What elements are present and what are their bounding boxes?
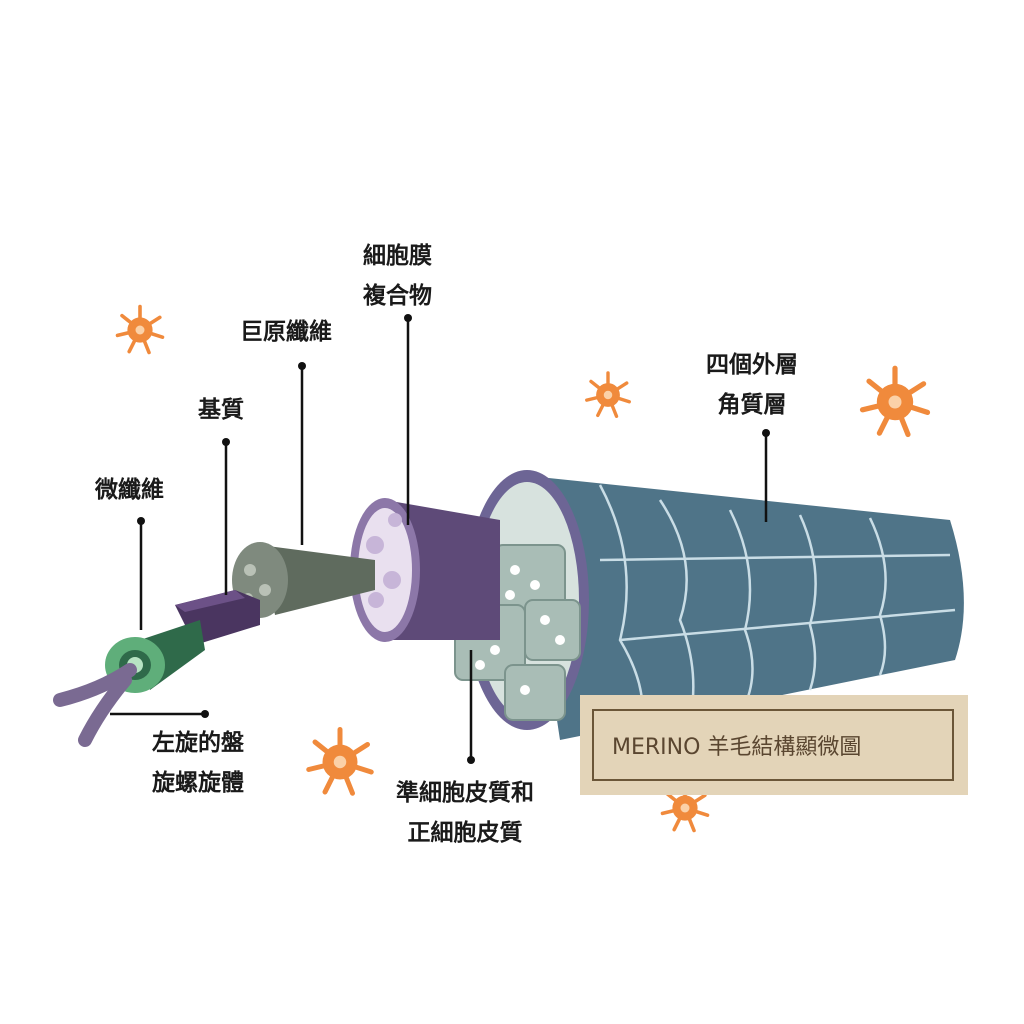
virus-icon (309, 730, 372, 794)
label-matrix: 基質 (198, 397, 244, 423)
label-line: 細胞膜 (363, 243, 432, 269)
diagram-title: MERINO 羊毛結構顯微圖 (592, 709, 954, 781)
label-line: 左旋的盤 (152, 730, 244, 756)
label-cuticle: 四個外層 角質層 (706, 345, 798, 425)
helix-rods (53, 663, 137, 747)
cell-membrane-tube (350, 498, 500, 642)
label-line: 正細胞皮質 (407, 820, 523, 846)
label-line: 準細胞皮質和 (396, 780, 534, 806)
title-box: MERINO 羊毛結構顯微圖 (580, 695, 968, 795)
label-line: 旋螺旋體 (152, 770, 244, 796)
label-line: 四個外層 (706, 352, 798, 378)
label-microfibril: 微纖維 (95, 477, 164, 503)
cortex-cells (454, 544, 581, 721)
virus-icon (115, 304, 165, 355)
label-macrofibril: 巨原纖維 (240, 319, 332, 345)
pointer-dots (137, 314, 770, 764)
label-helix: 左旋的盤 旋螺旋體 (152, 723, 244, 803)
pointer-lines (110, 318, 768, 760)
label-cell-membrane: 細胞膜 複合物 (363, 236, 432, 316)
virus-icon (585, 371, 631, 418)
virus-icon (863, 368, 928, 434)
label-line: 角質層 (717, 392, 787, 418)
label-line: 複合物 (363, 283, 432, 309)
label-cortex: 準細胞皮質和 正細胞皮質 (396, 773, 534, 853)
